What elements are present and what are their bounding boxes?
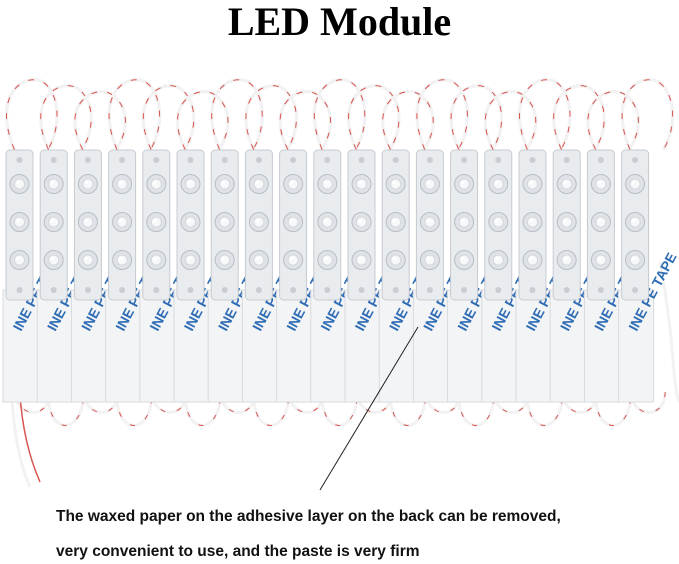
- led-module: [176, 149, 205, 301]
- wire-loop-upper-red: [519, 79, 571, 151]
- wire-loop-upper: [415, 78, 469, 151]
- wire-loop-upper-red: [108, 79, 160, 151]
- led-module: [518, 149, 547, 301]
- wire-loop-upper-red: [382, 91, 434, 151]
- led-module: [415, 149, 444, 301]
- wire-loop-upper: [449, 84, 504, 151]
- wire-loop-upper-red: [621, 79, 673, 151]
- led-module: [621, 149, 650, 301]
- wire-loop-upper: [107, 78, 162, 151]
- wire-loop-upper-red: [177, 91, 229, 151]
- caption-line-1: The waxed paper on the adhesive layer on…: [56, 508, 561, 525]
- led-module: [39, 149, 68, 301]
- caption-line-2: very convenient to use, and the paste is…: [56, 543, 420, 560]
- led-module: [313, 149, 342, 301]
- led-module: [108, 149, 137, 301]
- led-module-photo: INE PE TAPEINE PE TAPEINE PE TAPEINE PE …: [2, 78, 679, 491]
- wire-loop-upper: [4, 78, 59, 151]
- wire-loop-upper: [141, 84, 196, 151]
- wire-loop-upper: [620, 78, 675, 151]
- wire-loop-upper-red: [587, 91, 639, 151]
- led-module: [210, 149, 239, 301]
- pointer-line: [319, 326, 419, 491]
- wire-loop-upper: [346, 84, 401, 151]
- page-title: LED Module: [227, 0, 452, 44]
- led-module: [279, 149, 308, 301]
- wire-loop-upper-red: [245, 85, 297, 151]
- wire-loop-upper: [39, 84, 93, 151]
- wire-loop-upper-red: [40, 85, 92, 151]
- led-module: [450, 149, 479, 301]
- wire-loop-upper-red: [553, 85, 605, 151]
- wire-loop-upper: [210, 78, 264, 151]
- led-module: [381, 149, 410, 301]
- led-module: [5, 149, 34, 301]
- led-module: [586, 149, 615, 301]
- led-module: [73, 149, 102, 301]
- wire-loop-upper-red: [485, 91, 537, 151]
- led-module: [142, 149, 171, 301]
- led-module: [484, 149, 513, 301]
- led-modules: [5, 149, 650, 301]
- wire-loop-upper: [552, 84, 606, 151]
- wire-loop-upper: [312, 78, 367, 151]
- wire-loop-upper-red: [6, 79, 58, 151]
- wire-loop-upper-red: [74, 91, 126, 151]
- led-module: [347, 149, 376, 301]
- wire-loop-upper-red: [211, 79, 263, 151]
- wire-loop-upper-red: [313, 79, 366, 151]
- led-module: [244, 149, 273, 301]
- wire-loop-upper-red: [279, 91, 331, 151]
- wire-loop-upper: [517, 78, 572, 151]
- wire-loop-upper-red: [348, 85, 400, 151]
- wire-loop-upper-red: [416, 79, 468, 151]
- wire-loop-upper: [244, 84, 298, 151]
- wire-loop-upper-red: [450, 85, 502, 151]
- wire-end: [658, 261, 679, 403]
- led-module: [552, 149, 581, 301]
- wire-loop-upper-red: [142, 85, 195, 151]
